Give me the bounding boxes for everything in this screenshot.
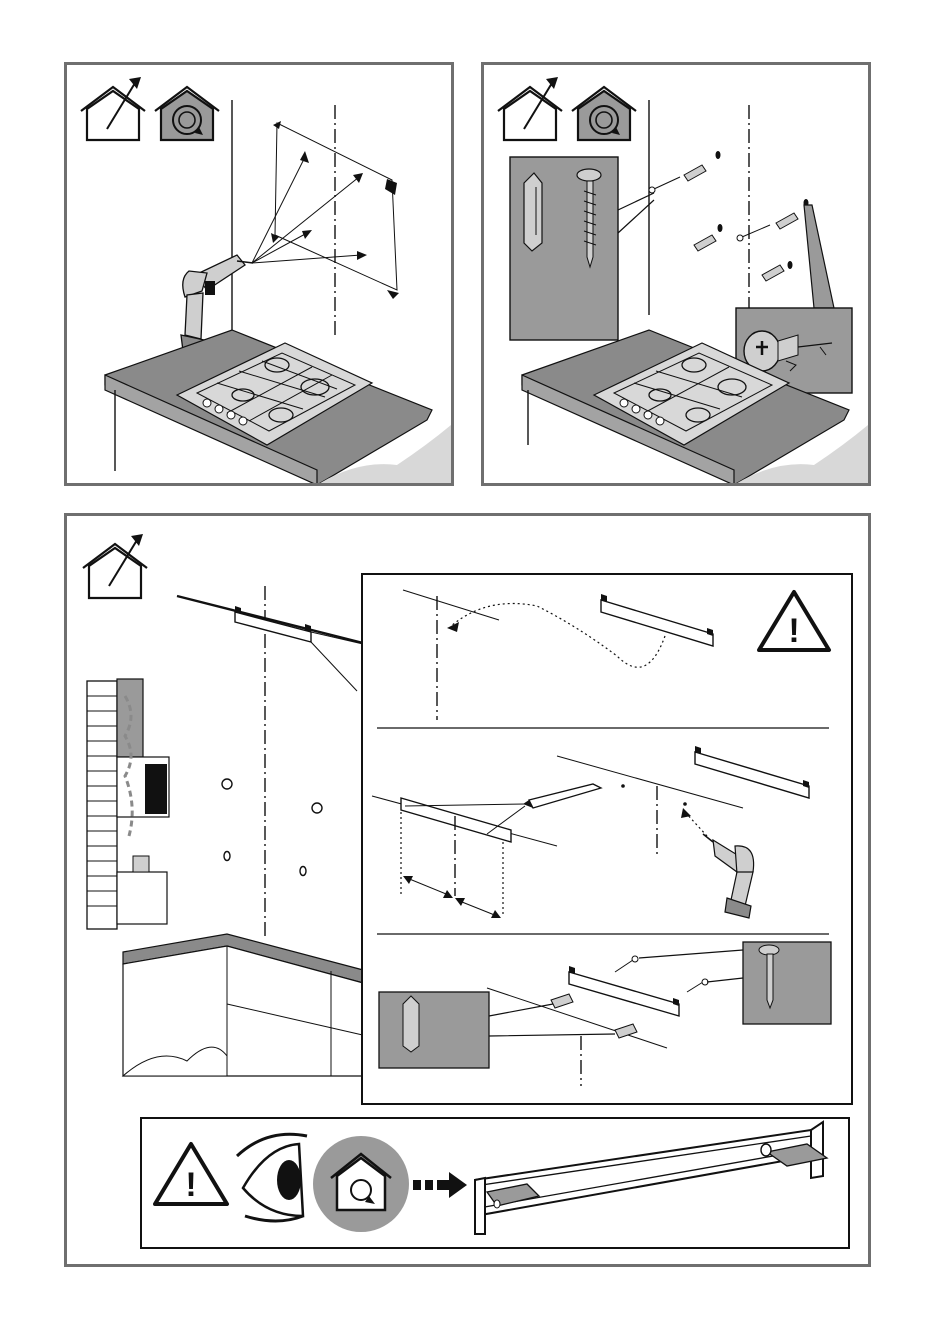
plugs-illustration	[484, 65, 868, 483]
ducted-mode-icon	[83, 534, 147, 598]
wall-plug	[684, 151, 809, 281]
step-panel-bracket: !	[64, 513, 871, 1267]
wall-plug-screw-inset	[510, 157, 654, 340]
drill-illustration	[67, 65, 451, 483]
svg-text:!: !	[788, 612, 799, 650]
recirculation-mode-icon	[572, 87, 636, 140]
recirculation-mode-icon	[313, 1136, 409, 1232]
svg-text:!: !	[185, 1166, 196, 1204]
step-panel-drill	[64, 62, 454, 486]
ducted-mode-icon	[498, 77, 562, 140]
step-panel-plugs	[481, 62, 871, 486]
screw-detail-inset	[736, 205, 852, 393]
recirculation-mode-icon	[155, 87, 219, 140]
bracket-illustration: !	[67, 516, 868, 1264]
ducted-mode-icon	[81, 77, 145, 140]
